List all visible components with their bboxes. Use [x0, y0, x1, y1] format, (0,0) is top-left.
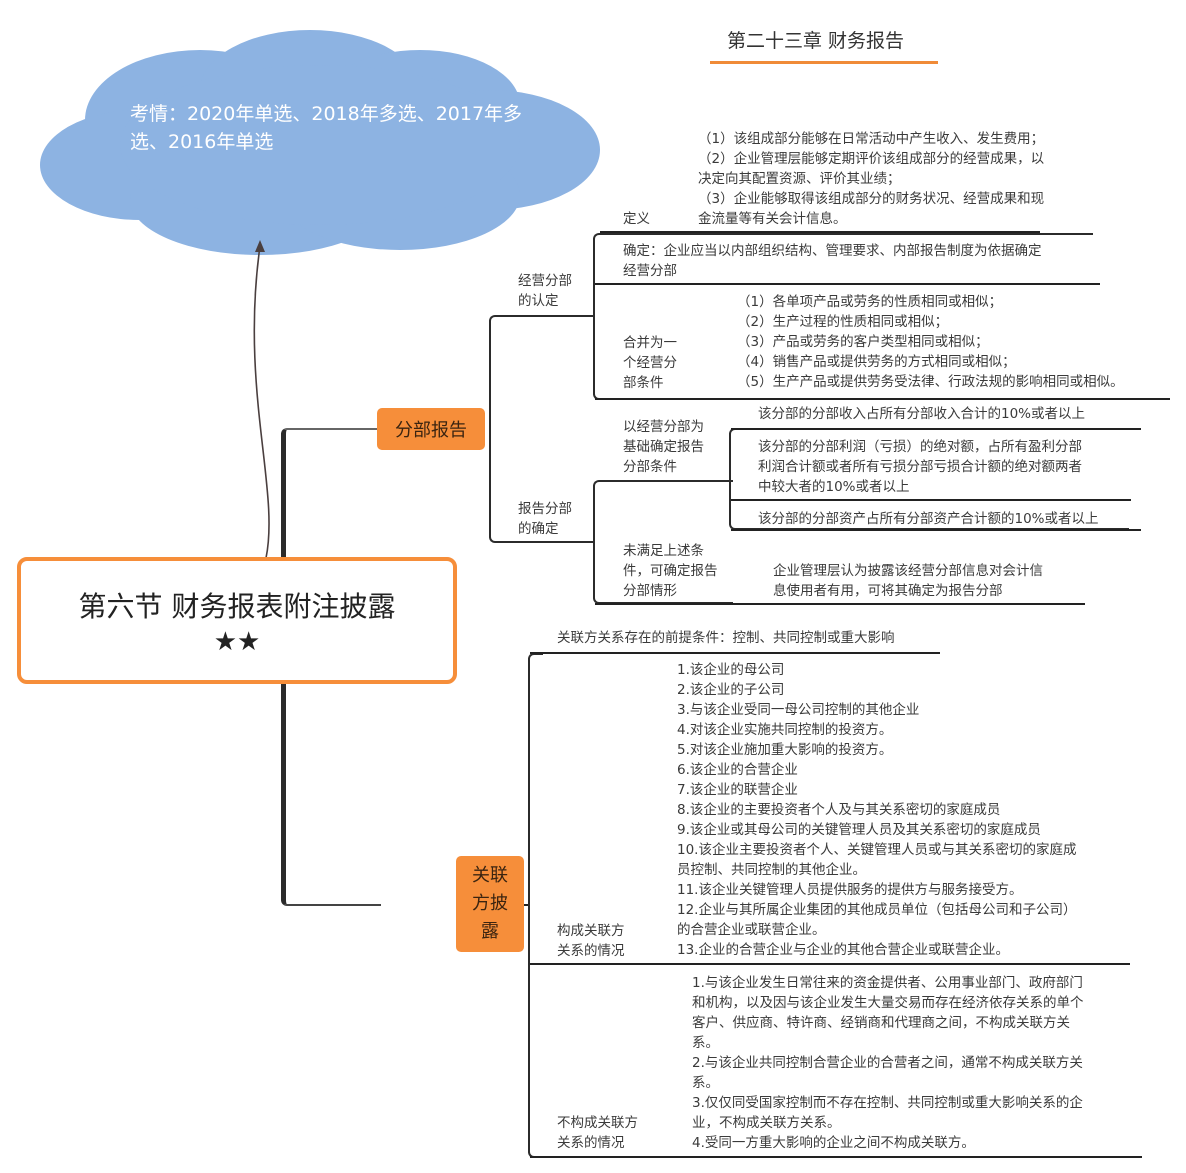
label-not-constitutes: 不构成关联方 关系的情况 [557, 1115, 638, 1151]
not-constitutes-list: 1.与该企业发生日常往来的资金提供者、公用事业部门、政府部门 和机构，以及因与该… [692, 973, 1084, 1153]
chapter-underline [710, 61, 938, 64]
other-situation-text: 企业管理层认为披露该经营分部信息对会计信 息使用者有用，可将其确定为报告分部 [773, 563, 1043, 599]
label-definition: 定义 [623, 211, 650, 227]
node-related-party[interactable]: 关联 方披 露 [456, 856, 524, 952]
definition-text: （1）该组成部分能够在日常活动中产生收入、发生费用； （2）企业管理层能够定期评… [698, 131, 1045, 227]
premise-text: 关联方关系存在的前提条件：控制、共同控制或重大影响 [557, 630, 895, 646]
importance-stars: ★★ [213, 626, 261, 657]
merge-condition-item: （5）生产产品或提供劳务受法律、行政法规的影响相同或相似。 [737, 374, 1124, 390]
constitutes-item: 12.企业与其所属企业集团的其他成员单位（包括母公司和子公司） 的合营企业或联营… [677, 902, 1077, 938]
constitutes-item: 9.该企业或其母公司的关键管理人员及其关系密切的家庭成员 [677, 822, 1041, 838]
chapter-title: 第二十三章 财务报告 [727, 30, 905, 52]
not-constitutes-item: 1.与该企业发生日常往来的资金提供者、公用事业部门、政府部门 和机构，以及因与该… [692, 975, 1084, 1051]
connector-arrow [253, 240, 270, 559]
cloud-shape [40, 30, 600, 255]
basis-item: 该分部的分部利润（亏损）的绝对额，占所有盈利分部 利润合计额或者所有亏损分部亏损… [758, 439, 1082, 495]
determination-text: 确定：企业应当以内部组织结构、管理要求、内部报告制度为依据确定 经营分部 [623, 243, 1042, 279]
merge-underline [595, 398, 1170, 400]
constitutes-item: 7.该企业的联营企业 [677, 782, 798, 798]
segment-report-bracket [489, 315, 595, 543]
not-constitutes-underline [530, 1156, 1142, 1158]
label-other-situation: 未满足上述条 件，可确定报告 分部情形 [623, 543, 718, 599]
central-topic-node[interactable]: 第六节 财务报表附注披露 ★★ [17, 557, 457, 684]
label-constitutes: 构成关联方 关系的情况 [557, 923, 625, 959]
merge-condition-item: （3）产品或劳务的客户类型相同或相似； [737, 334, 989, 350]
constitutes-item: 5.对该企业施加重大影响的投资方。 [677, 742, 893, 758]
constitutes-item: 3.与该企业受同一母公司控制的其他企业 [677, 702, 920, 718]
merge-condition-item: （2）生产过程的性质相同或相似； [737, 314, 949, 330]
basis-item: 该分部的分部资产占所有分部资产合计额的10%或者以上 [758, 511, 1099, 527]
constitutes-list: 1.该企业的母公司 2.该企业的子公司 3.与该企业受同一母公司控制的其他企业 … [677, 660, 1076, 960]
basis-underline [731, 499, 1131, 501]
determination-underline [595, 283, 1100, 285]
label-reporting-segment: 报告分部 的确定 [518, 501, 572, 537]
constitutes-item: 2.该企业的子公司 [677, 682, 785, 698]
not-constitutes-item: 3.仅仅同受国家控制而不存在控制、共同控制或重大影响关系的企 业，不构成关联方关… [692, 1095, 1083, 1131]
constitutes-item: 8.该企业的主要投资者个人及与其关系密切的家庭成员 [677, 802, 1001, 818]
label-basis-conditions: 以经营分部为 基础确定报告 分部条件 [623, 419, 704, 475]
definition-underline [600, 231, 1040, 233]
merge-conditions-list: （1）各单项产品或劳务的性质相同或相似； （2）生产过程的性质相同或相似； （3… [737, 292, 1124, 392]
basis-underline [731, 529, 1141, 531]
not-constitutes-item: 2.与该企业共同控制合营企业的合营者之间，通常不构成关联方关 系。 [692, 1055, 1083, 1091]
cloud-exam-info: 考情：2020年单选、2018年多选、2017年多选、2016年单选 [130, 103, 523, 153]
label-merge-conditions: 合并为一 个经营分 部条件 [623, 335, 677, 391]
other-underline [595, 603, 1085, 605]
node-segment-report[interactable]: 分部报告 [377, 408, 485, 450]
constitutes-item: 4.对该企业实施共同控制的投资方。 [677, 722, 893, 738]
related-party-bracket [528, 653, 543, 1158]
not-constitutes-item: 4.受同一方重大影响的企业之间不构成关联方。 [692, 1135, 975, 1151]
constitutes-item: 1.该企业的母公司 [677, 662, 785, 678]
label-operating-segment: 经营分部 的认定 [518, 273, 572, 309]
constitutes-underline [530, 963, 1130, 965]
constitutes-item: 11.该企业关键管理人员提供服务的提供方与服务接受方。 [677, 882, 1023, 898]
basis-underline [731, 428, 1141, 430]
premise-underline [530, 652, 940, 654]
basis-item: 该分部的分部收入占所有分部收入合计的10%或者以上 [758, 406, 1086, 422]
constitutes-item: 10.该企业主要投资者个人、关键管理人员或与其关系密切的家庭成 员控制、共同控制… [677, 842, 1077, 878]
merge-condition-item: （4）销售产品或提供劳务的方式相同或相似； [737, 354, 1016, 370]
constitutes-item: 13.企业的合营企业与企业的其他合营企业或联营企业。 [677, 942, 1009, 958]
constitutes-item: 6.该企业的合营企业 [677, 762, 798, 778]
related-party-connector [524, 904, 530, 906]
merge-condition-item: （1）各单项产品或劳务的性质相同或相似； [737, 294, 1003, 310]
central-topic-title: 第六节 财务报表附注披露 [78, 589, 396, 623]
